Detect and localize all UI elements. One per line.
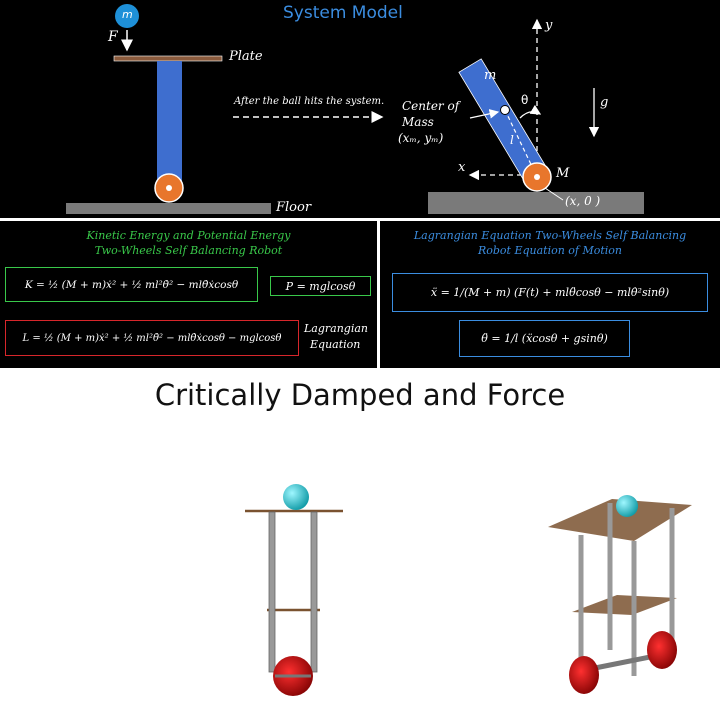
lagrangian-label-line2: Equation bbox=[310, 338, 361, 351]
wheel-axle bbox=[166, 185, 172, 191]
theta-label: θ bbox=[521, 93, 529, 107]
model-panel bbox=[0, 0, 720, 368]
page-title: System Model bbox=[283, 3, 403, 23]
theta-acceleration-box: θ̈ = 1/l (ẍcosθ + gsinθ) bbox=[459, 320, 630, 357]
floor bbox=[66, 203, 271, 214]
com-coords: (xₘ, yₘ) bbox=[398, 131, 444, 145]
motion-title-line1: Lagrangian Equation Two-Wheels Self Bala… bbox=[413, 229, 687, 242]
lagrangian-label-line1: Lagrangian bbox=[304, 322, 369, 335]
floor-label: Floor bbox=[276, 200, 312, 215]
energy-title-line1: Kinetic Energy and Potential Energy bbox=[86, 229, 291, 242]
theta-arc bbox=[519, 104, 542, 119]
ball-label: m bbox=[122, 8, 133, 21]
center-of-mass bbox=[500, 105, 510, 115]
origin-pointer bbox=[544, 187, 564, 201]
length-label: l bbox=[510, 133, 514, 147]
origin-label: (x, 0 ) bbox=[565, 194, 601, 208]
energy-title-line2: Two-Wheels Self Balancing Robot bbox=[94, 244, 283, 257]
wheel-mass-label: M bbox=[556, 166, 570, 181]
potential-energy-box: P = mglcosθ bbox=[270, 276, 371, 296]
tilted-wheel-axle bbox=[534, 174, 540, 180]
y-axis-label: y bbox=[545, 18, 553, 33]
com-label-line2: Mass bbox=[402, 115, 434, 129]
x-axis-label: x bbox=[458, 160, 466, 175]
vertical-divider bbox=[377, 221, 380, 368]
ground bbox=[428, 192, 644, 214]
simulation-heading: Critically Damped and Force bbox=[154, 378, 566, 412]
kinetic-energy-box: K = ½ (M + m)ẋ² + ½ ml²θ̇² − mlθ̇ẋcosθ bbox=[5, 267, 258, 302]
plate-label: Plate bbox=[229, 49, 263, 64]
rod bbox=[157, 61, 182, 185]
plate bbox=[113, 55, 223, 62]
x-acceleration-box: ẍ = 1/(M + m) (F(t) + mlθ̈cosθ − mlθ̇²si… bbox=[392, 273, 708, 312]
length-line bbox=[504, 109, 538, 178]
sim-robot-perspective bbox=[548, 495, 692, 694]
force-label: F bbox=[108, 29, 118, 45]
falling-ball bbox=[115, 4, 139, 28]
transition-text: After the ball hits the system. bbox=[234, 96, 385, 107]
com-arrow bbox=[469, 109, 500, 119]
gravity-label: g bbox=[600, 95, 609, 110]
com-label-line1: Center of bbox=[402, 99, 460, 113]
lagrangian-box: L = ½ (M + m)ẋ² + ½ ml²θ̇² − mlθ̇ẋcosθ −… bbox=[5, 320, 299, 356]
horizontal-divider bbox=[0, 218, 720, 221]
sim-robot-front bbox=[245, 484, 343, 696]
motion-title-line2: Robot Equation of Motion bbox=[477, 244, 623, 257]
rod-mass-label: m bbox=[484, 68, 497, 83]
